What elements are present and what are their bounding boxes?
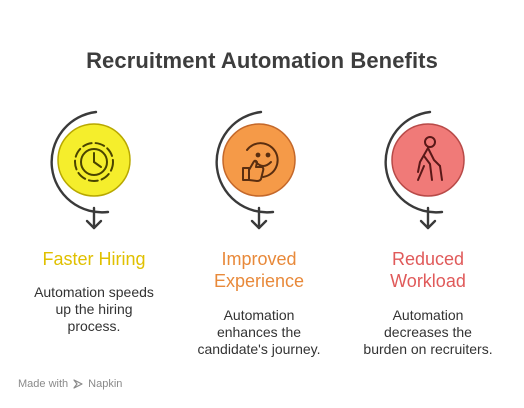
tired-person-icon bbox=[417, 136, 443, 181]
benefit-improved-experience bbox=[215, 110, 296, 230]
heading-line: Experience bbox=[213, 271, 305, 291]
arrow-head bbox=[250, 219, 268, 230]
benefit-heading-faster-hiring: Faster Hiring bbox=[14, 248, 174, 270]
benefit-heading-reduced-workload: Reduced Workload bbox=[353, 248, 503, 292]
heading-line: Workload bbox=[390, 271, 466, 291]
arc-connector bbox=[50, 110, 110, 214]
description-line: burden on recruiters. bbox=[363, 341, 493, 357]
heading-line: Improved bbox=[221, 249, 297, 269]
description-line: Automation speeds bbox=[34, 284, 154, 300]
description-line: process. bbox=[67, 318, 121, 334]
footer-text: Made with bbox=[18, 378, 69, 390]
arc-connector bbox=[215, 110, 275, 214]
benefit-description-faster-hiring: Automation speeds up the hiring process. bbox=[14, 284, 174, 335]
benefit-description-improved-experience: Automation enhances the candidate's jour… bbox=[184, 307, 334, 358]
description-line: candidate's journey. bbox=[197, 341, 321, 357]
page-title: Recruitment Automation Benefits bbox=[86, 48, 438, 73]
thumbs-up-smiley-icon bbox=[242, 142, 279, 182]
footer-brand: Napkin bbox=[88, 378, 123, 390]
heading-line: Faster Hiring bbox=[42, 249, 146, 269]
benefit-reduced-workload bbox=[384, 110, 465, 230]
icon-circle bbox=[222, 123, 296, 197]
arrow-head bbox=[85, 219, 103, 230]
benefit-heading-improved-experience: Improved Experience bbox=[184, 248, 334, 292]
heading-line: Reduced bbox=[391, 249, 465, 269]
description-line: enhances the bbox=[216, 324, 302, 340]
napkin-logo-icon bbox=[73, 379, 83, 389]
description-line: Automation bbox=[223, 307, 295, 323]
arrow-head bbox=[419, 219, 437, 230]
description-line: decreases the bbox=[384, 324, 472, 340]
arc-connector bbox=[384, 110, 444, 214]
benefit-description-reduced-workload: Automation decreases the burden on recru… bbox=[353, 307, 503, 358]
footer-attribution: Made with Napkin bbox=[18, 378, 122, 390]
description-line: up the hiring bbox=[55, 301, 133, 317]
benefit-faster-hiring bbox=[50, 110, 131, 230]
description-line: Automation bbox=[392, 307, 464, 323]
stopwatch-icon bbox=[74, 142, 114, 182]
